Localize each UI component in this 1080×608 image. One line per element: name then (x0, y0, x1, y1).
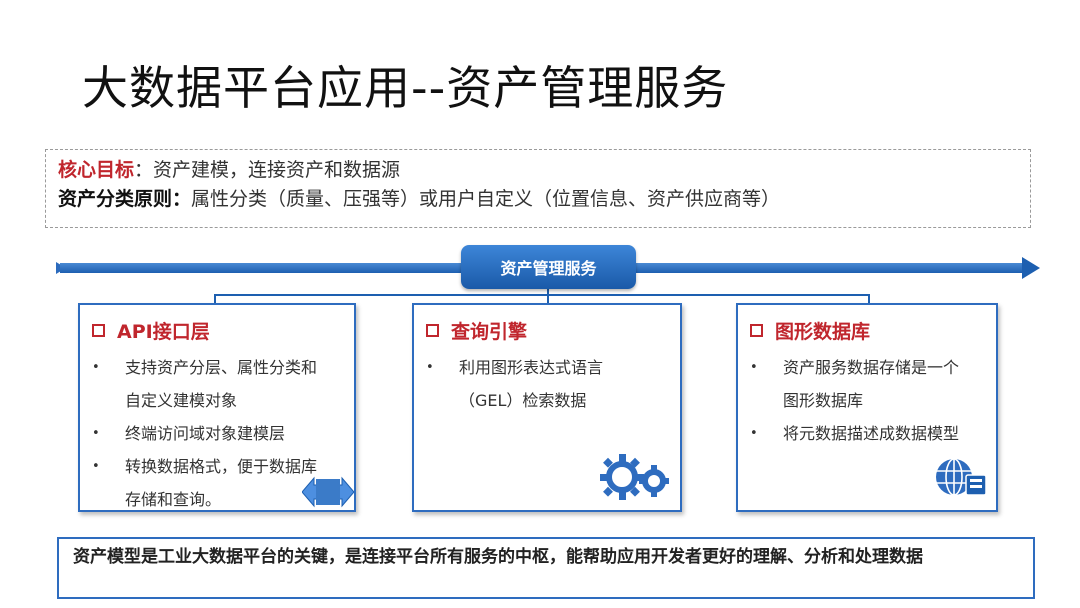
connector-line (868, 294, 870, 304)
connector-line (214, 294, 870, 296)
card-query-engine: 查询引擎 利用图形表达式语言 （GEL）检索数据 (412, 303, 682, 512)
card-title: 图形数据库 (775, 321, 871, 343)
card-list: 资产服务数据存储是一个 图形数据库 将元数据描述成数据模型 (750, 351, 959, 450)
list-item-continuation: 自定义建模对象 (125, 391, 238, 410)
summary-box: 资产模型是工业大数据平台的关键，是连接平台所有服务的中枢，能帮助应用开发者更好的… (57, 537, 1035, 599)
card-title: 查询引擎 (451, 321, 528, 343)
goals-box: 核心目标：资产建模，连接资产和数据源 资产分类原则：属性分类（质量、压强等）或用… (45, 149, 1031, 228)
list-item: 利用图形表达式语言 (426, 351, 603, 384)
arrow-head-icon (1022, 257, 1040, 279)
list-item: 资产服务数据存储是一个 (750, 351, 959, 384)
connector-line (547, 287, 549, 304)
list-item-continuation: （GEL）检索数据 (459, 391, 587, 410)
card-header: API接口层 (92, 317, 210, 344)
list-item: 将元数据描述成数据模型 (750, 417, 959, 450)
card-graph-database: 图形数据库 资产服务数据存储是一个 图形数据库 将元数据描述成数据模型 (736, 303, 998, 512)
classification-key: 资产分类原则： (58, 188, 192, 210)
goal-line-classification: 资产分类原则：属性分类（质量、压强等）或用户自定义（位置信息、资产供应商等） (58, 185, 1018, 214)
list-item: 终端访问域对象建模层 (92, 417, 317, 450)
list-item: 转换数据格式，便于数据库 (92, 450, 317, 483)
list-item-continuation: 图形数据库 (783, 391, 864, 410)
goal-line-core: 核心目标：资产建模，连接资产和数据源 (58, 156, 1018, 185)
gears-icon (600, 454, 669, 500)
checkbox-square-icon (426, 324, 439, 337)
classification-text: 属性分类（质量、压强等）或用户自定义（位置信息、资产供应商等） (191, 188, 781, 210)
core-goal-key: 核心目标 (58, 159, 135, 181)
card-list: 支持资产分层、属性分类和 自定义建模对象 终端访问域对象建模层 转换数据格式，便… (92, 351, 317, 516)
checkbox-square-icon (92, 324, 105, 337)
asset-service-badge: 资产管理服务 (461, 245, 636, 289)
globe-database-icon (936, 458, 987, 496)
list-item: 支持资产分层、属性分类和 (92, 351, 317, 384)
checkbox-square-icon (750, 324, 763, 337)
card-api-layer: API接口层 支持资产分层、属性分类和 自定义建模对象 终端访问域对象建模层 转… (78, 303, 356, 512)
card-title: API接口层 (117, 321, 210, 343)
card-list: 利用图形表达式语言 （GEL）检索数据 (426, 351, 603, 417)
connector-line (214, 294, 216, 304)
list-item-continuation: 存储和查询。 (125, 490, 222, 509)
page-title: 大数据平台应用--资产管理服务 (82, 61, 729, 115)
core-goal-text: ：资产建模，连接资产和数据源 (134, 159, 401, 181)
card-header: 图形数据库 (750, 317, 870, 344)
double-arrow-icon (302, 476, 354, 508)
card-header: 查询引擎 (426, 317, 527, 344)
